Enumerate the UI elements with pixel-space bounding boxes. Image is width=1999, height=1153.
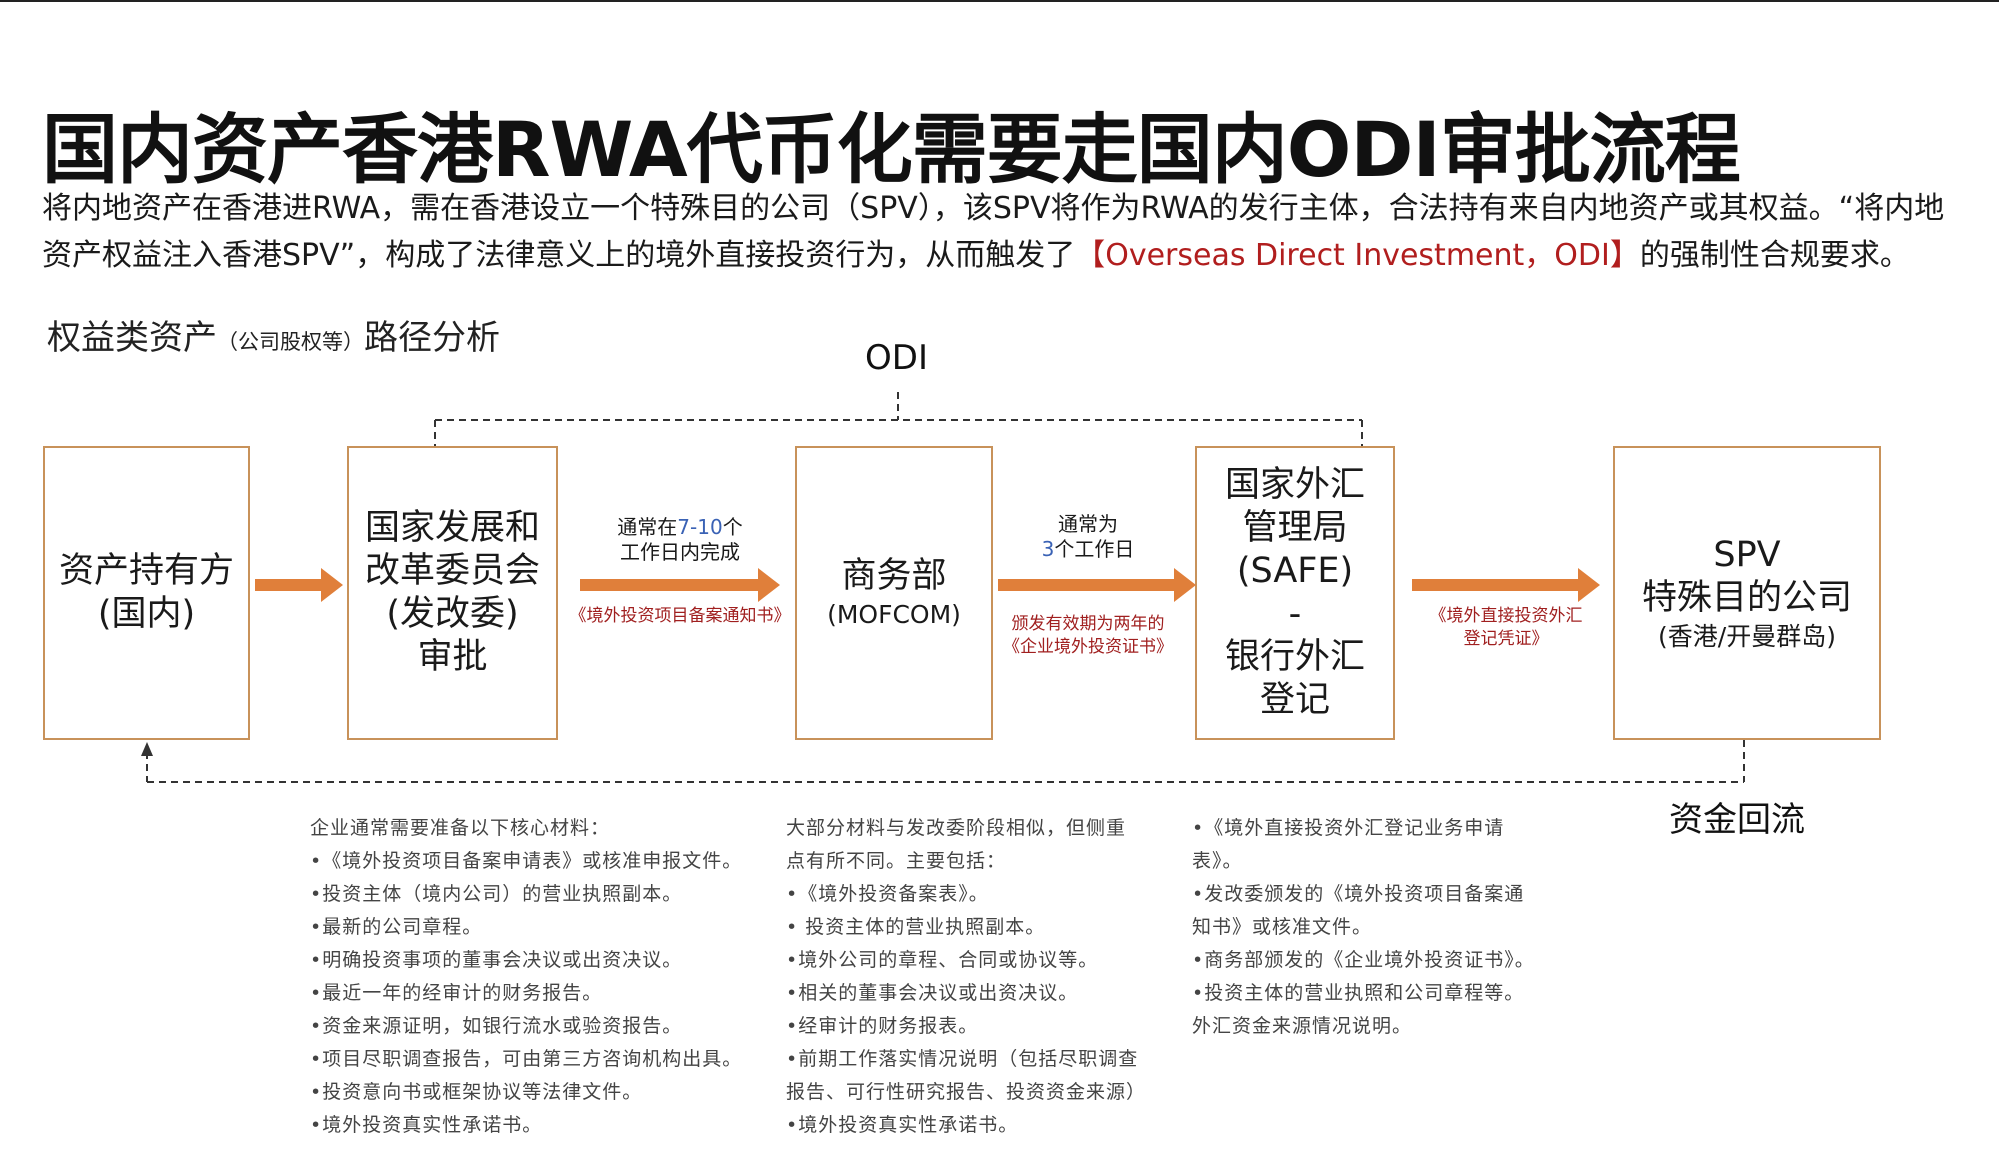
box-spv: SPV 特殊目的公司 (香港/开曼群岛) xyxy=(1613,446,1881,740)
materials-mofcom-line: •境外公司的章程、合同或协议等。 xyxy=(786,949,1099,971)
materials-ndrc-line: •最近一年的经审计的财务报告。 xyxy=(310,982,603,1004)
page-title: 国内资产香港RWA代币化需要走国内ODI审批流程 xyxy=(42,105,1741,194)
materials-ndrc-line: •明确投资事项的董事会决议或出资决议。 xyxy=(310,949,683,971)
label-mofcom-duration: 通常为 3个工作日 xyxy=(988,512,1188,562)
materials-ndrc-line: 企业通常需要准备以下核心材料： xyxy=(310,817,611,839)
arrow-mofcom-to-safe xyxy=(998,568,1196,602)
label-safe-document: 《境外直接投资外汇 登记凭证》 xyxy=(1406,605,1606,651)
materials-ndrc-line: •最新的公司章程。 xyxy=(310,916,483,938)
box-spv-line1: SPV xyxy=(1713,534,1781,575)
label-mofcom-duration-line1: 通常为 xyxy=(1058,512,1118,536)
materials-ndrc-line: •投资主体（境内公司）的营业执照副本。 xyxy=(310,883,683,905)
materials-mofcom-line: •经审计的财务报表。 xyxy=(786,1015,979,1037)
box-safe: 国家外汇 管理局 (SAFE) - 银行外汇 登记 xyxy=(1195,446,1395,740)
materials-safe-line: 表》。 xyxy=(1192,850,1243,872)
materials-safe-line: •商务部颁发的《企业境外投资证书》。 xyxy=(1192,949,1535,971)
label-mofcom-duration-number: 3 xyxy=(1041,537,1055,561)
materials-mofcom-line: 点有所不同。主要包括： xyxy=(786,850,1007,872)
materials-mofcom: 大部分材料与发改委阶段相似，但侧重 点有所不同。主要包括： •《境外投资备案表》… xyxy=(786,812,1186,1142)
box-safe-line5: 银行外汇 xyxy=(1224,637,1365,677)
materials-ndrc-line: •《境外投资项目备案申请表》或核准申报文件。 xyxy=(310,850,743,872)
materials-ndrc-line: •境外投资真实性承诺书。 xyxy=(310,1114,543,1136)
label-mofcom-duration-post: 个工作日 xyxy=(1054,537,1135,561)
materials-safe-line: 外汇资金来源情况说明。 xyxy=(1192,1015,1413,1037)
materials-mofcom-line: •前期工作落实情况说明（包括尽职调查 xyxy=(786,1048,1139,1070)
box-mofcom-line2: (MOFCOM) xyxy=(827,600,961,629)
box-ndrc: 国家发展和 改革委员会 (发改委) 审批 xyxy=(347,446,558,740)
label-ndrc-duration: 通常在7-10个 工作日内完成 xyxy=(565,515,795,565)
box-spv-line2: 特殊目的公司 xyxy=(1641,577,1852,618)
section-title-main: 权益类资产 xyxy=(47,318,217,358)
box-ndrc-line3: (发改委) xyxy=(386,594,519,634)
materials-safe: •《境外直接投资外汇登记业务申请 表》。 •发改委颁发的《境外投资项目备案通 知… xyxy=(1192,812,1612,1043)
box-asset-holder: 资产持有方 (国内) xyxy=(43,446,250,740)
box-mofcom-line1: 商务部 xyxy=(841,556,947,596)
materials-mofcom-line: 报告、可行性研究报告、投资资金来源） xyxy=(786,1081,1147,1103)
return-flow-line xyxy=(146,740,1745,783)
box-ndrc-line1: 国家发展和 xyxy=(364,508,540,548)
materials-mofcom-line: •相关的董事会决议或出资决议。 xyxy=(786,982,1079,1004)
materials-safe-line: •发改委颁发的《境外投资项目备案通 xyxy=(1192,883,1525,905)
box-asset-holder-line2: (国内) xyxy=(97,594,196,634)
arrow-safe-to-spv xyxy=(1412,568,1600,602)
box-safe-line2: 管理局 xyxy=(1242,508,1348,548)
box-safe-line6: 登记 xyxy=(1259,680,1330,720)
materials-safe-line: •投资主体的营业执照和公司章程等。 xyxy=(1192,982,1525,1004)
arrow-ndrc-to-mofcom xyxy=(580,568,780,602)
box-ndrc-line4: 审批 xyxy=(417,637,488,677)
label-ndrc-duration-pre: 通常在 xyxy=(617,515,678,539)
box-safe-line1: 国家外汇 xyxy=(1224,465,1365,505)
section-title: 权益类资产（公司股权等）路径分析 xyxy=(47,310,500,359)
materials-mofcom-line: 大部分材料与发改委阶段相似，但侧重 xyxy=(786,817,1127,839)
intro-text: 将内地资产在香港进RWA，需在香港设立一个特殊目的公司（SPV），该SPV将作为… xyxy=(42,191,1945,273)
materials-safe-line: •《境外直接投资外汇登记业务申请 xyxy=(1192,817,1505,839)
box-safe-line4: - xyxy=(1288,594,1302,634)
label-ndrc-duration-number: 7-10 xyxy=(677,515,723,539)
materials-safe-line: 知书》或核准文件。 xyxy=(1192,916,1373,938)
label-ndrc-duration-line2: 工作日内完成 xyxy=(620,540,740,564)
top-rule xyxy=(0,0,1999,2)
return-flow-label: 资金回流 xyxy=(1669,800,1805,840)
intro-paragraph: 将内地资产在香港进RWA，需在香港设立一个特殊目的公司（SPV），该SPV将作为… xyxy=(42,185,1967,279)
intro-tail: 的强制性合规要求。 xyxy=(1639,238,1910,273)
label-ndrc-document: 《境外投资项目备案通知书》 xyxy=(569,606,791,626)
arrow-holder-to-ndrc xyxy=(255,568,343,602)
odi-label: ODI xyxy=(865,338,928,378)
label-mofcom-document: 颁发有效期为两年的 《企业境外投资证书》 xyxy=(988,613,1188,659)
materials-mofcom-line: • 投资主体的营业执照副本。 xyxy=(786,916,1046,938)
label-safe-document-line2: 登记凭证》 xyxy=(1463,629,1549,649)
materials-ndrc-line: •项目尽职调查报告，可由第三方咨询机构出具。 xyxy=(310,1048,743,1070)
materials-ndrc: 企业通常需要准备以下核心材料： •《境外投资项目备案申请表》或核准申报文件。 •… xyxy=(310,812,790,1142)
label-ndrc-duration-post: 个 xyxy=(722,515,743,539)
box-ndrc-line2: 改革委员会 xyxy=(364,551,540,591)
label-mofcom-document-line1: 颁发有效期为两年的 xyxy=(1011,614,1165,634)
materials-mofcom-line: •《境外投资备案表》。 xyxy=(786,883,989,905)
odi-bracket xyxy=(434,392,1363,446)
label-mofcom-document-line2: 《企业境外投资证书》 xyxy=(1003,637,1173,657)
section-title-suffix: 路径分析 xyxy=(364,318,500,358)
materials-ndrc-line: •资金来源证明，如银行流水或验资报告。 xyxy=(310,1015,683,1037)
materials-mofcom-line: •境外投资真实性承诺书。 xyxy=(786,1114,1019,1136)
return-arrowhead xyxy=(141,742,153,756)
box-mofcom: 商务部 (MOFCOM) xyxy=(795,446,993,740)
box-safe-line3: (SAFE) xyxy=(1236,551,1354,591)
box-spv-line3: (香港/开曼群岛) xyxy=(1658,621,1836,651)
materials-ndrc-line: •投资意向书或框架协议等法律文件。 xyxy=(310,1081,643,1103)
label-safe-document-line1: 《境外直接投资外汇 xyxy=(1429,606,1583,626)
section-title-note: （公司股权等） xyxy=(217,330,364,354)
box-asset-holder-line1: 资产持有方 xyxy=(58,551,234,591)
intro-highlight: 【Overseas Direct Investment，ODI】 xyxy=(1075,238,1640,273)
